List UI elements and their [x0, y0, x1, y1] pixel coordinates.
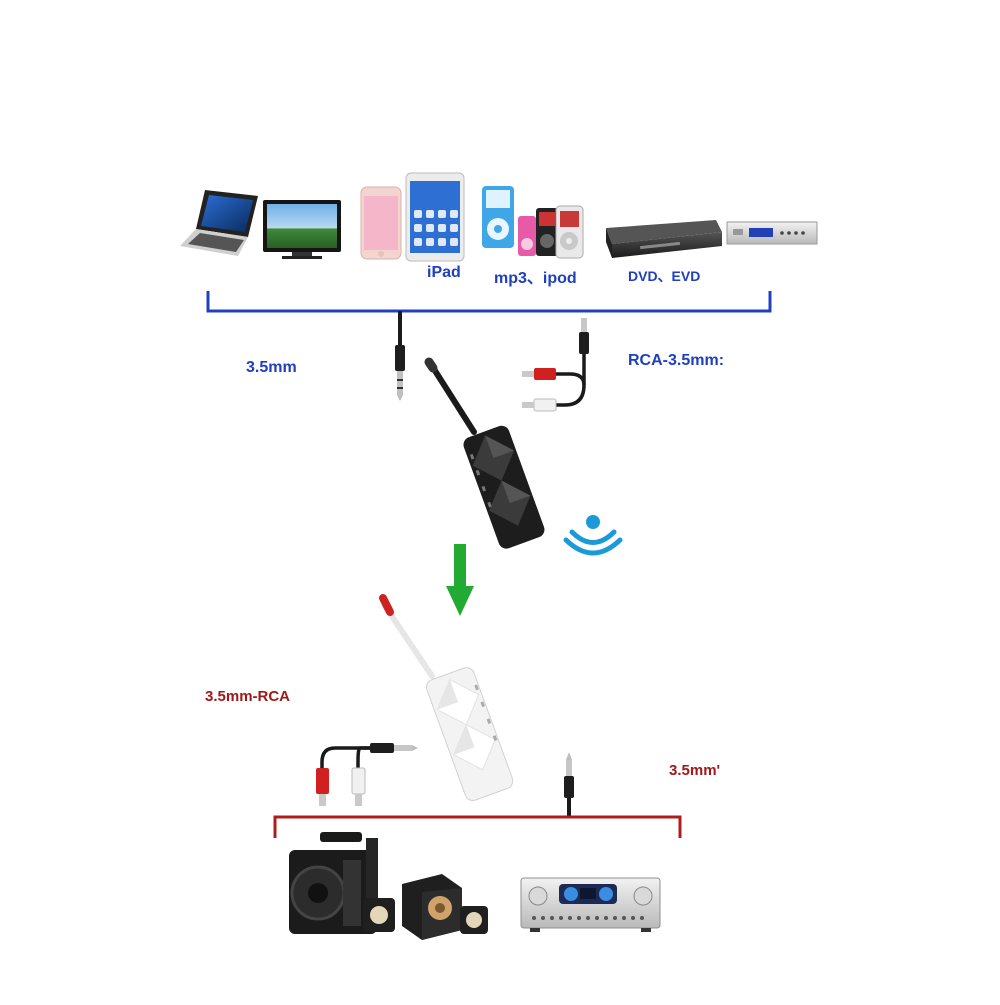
dvd-player-icon: [606, 220, 722, 258]
tv-icon: [263, 200, 341, 259]
aux-cable-label: 3.5mm: [246, 359, 297, 376]
aux-to-rca-cable-icon: [316, 743, 418, 806]
receiver-icon: [379, 594, 514, 801]
evd-player-icon: [726, 221, 818, 245]
ipad-label: iPad: [427, 264, 461, 281]
aux-to-rca-cable-label: 3.5mm-RCA: [205, 688, 291, 705]
mp3-ipod-label: mp3、ipod: [494, 270, 577, 287]
smartphone-icon: [360, 186, 402, 260]
ipod-icon: [536, 205, 584, 259]
sink-bracket: [273, 815, 682, 838]
laptop-icon: [180, 190, 258, 256]
party-speaker-icon: [289, 832, 378, 934]
aux-out-cable-icon: [564, 752, 574, 817]
wireless-signal-icon: [563, 515, 623, 556]
down-arrow-icon: [446, 544, 474, 616]
transmitter-icon: [424, 357, 545, 549]
aux-out-cable-label: 3.5mm': [669, 762, 721, 779]
rca-to-aux-cable-label: RCA-3.5mm:: [628, 352, 725, 369]
bookshelf-speakers-icon: [363, 874, 488, 940]
rca-to-aux-cable-icon: [522, 318, 589, 412]
tablet-icon: [405, 172, 465, 262]
mp3-player-icon: [482, 186, 536, 256]
av-amplifier-icon: [520, 877, 661, 932]
aux-cable-icon: [395, 311, 405, 401]
source-bracket: [206, 291, 772, 313]
dvd-evd-label: DVD、EVD: [628, 268, 701, 284]
